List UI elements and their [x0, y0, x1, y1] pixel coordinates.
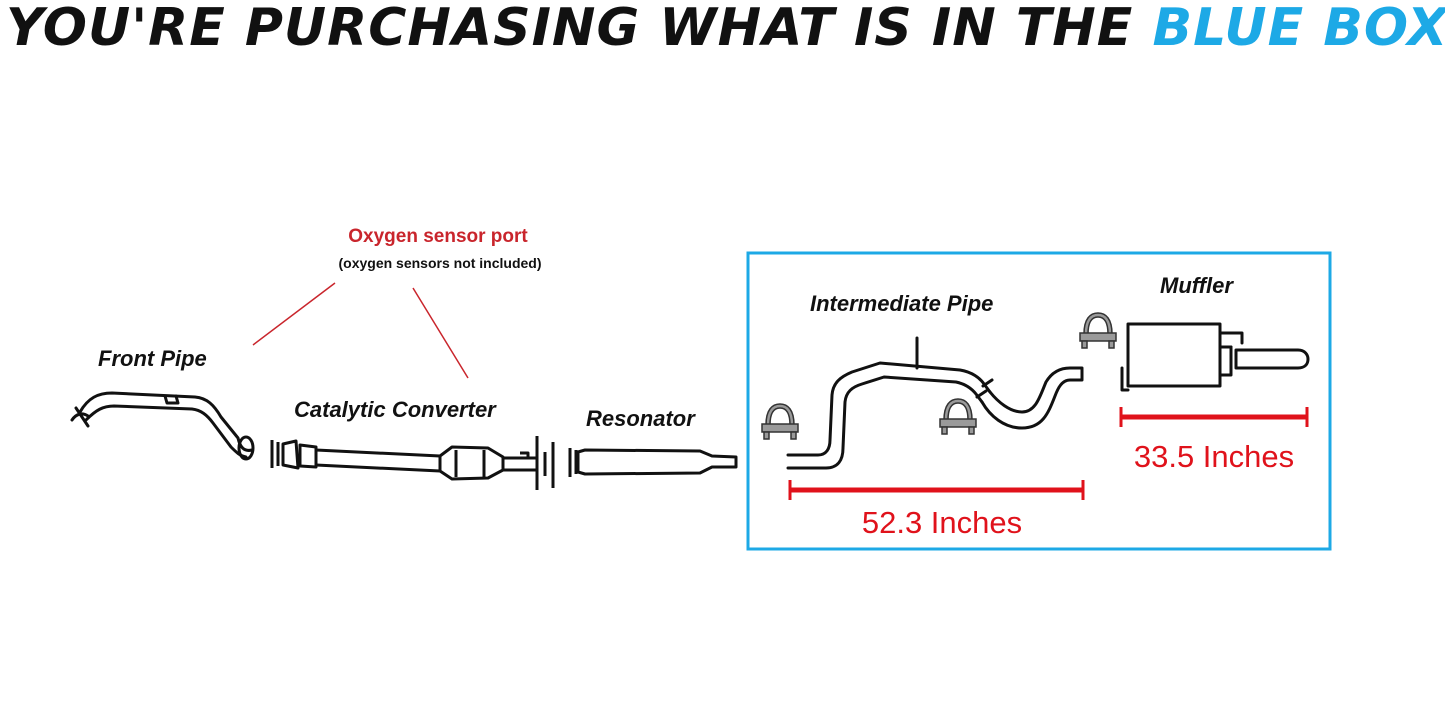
- catalytic-converter-label: Catalytic Converter: [294, 397, 497, 422]
- muffler-label: Muffler: [1160, 273, 1234, 298]
- catalytic-converter: [270, 436, 555, 490]
- oxygen-sensor-note: (oxygen sensors not included): [338, 255, 541, 271]
- front-pipe: [70, 391, 255, 461]
- muffler-length-label: 33.5 Inches: [1134, 439, 1294, 474]
- resonator: [568, 448, 738, 477]
- u-bolt-clamp-icon: [1079, 312, 1117, 349]
- blue-box: [746, 251, 1332, 551]
- oxygen-sensor-label: Oxygen sensor port: [348, 226, 528, 247]
- u-bolt-clamp-icon: [761, 403, 799, 440]
- front-pipe-label: Front Pipe: [98, 346, 207, 371]
- headline-lead: YOU'RE PURCHASING WHAT IS IN THE: [6, 0, 1134, 58]
- sensor-leader-left: [252, 282, 336, 346]
- intermediate-pipe: [786, 336, 1084, 470]
- u-bolt-clamp-icon: [939, 398, 977, 435]
- resonator-label: Resonator: [586, 406, 696, 431]
- intermediate-pipe-label: Intermediate Pipe: [810, 291, 993, 316]
- sensor-leader-right: [412, 287, 469, 379]
- intermediate-measure-bar: [788, 480, 1085, 500]
- headline: YOU'RE PURCHASING WHAT IS IN THE BLUE BO…: [6, 0, 1445, 60]
- intermediate-length-label: 52.3 Inches: [862, 505, 1022, 540]
- headline-highlight: BLUE BOX: [1152, 0, 1445, 58]
- muffler: [1120, 322, 1310, 392]
- muffler-measure-bar: [1119, 407, 1309, 427]
